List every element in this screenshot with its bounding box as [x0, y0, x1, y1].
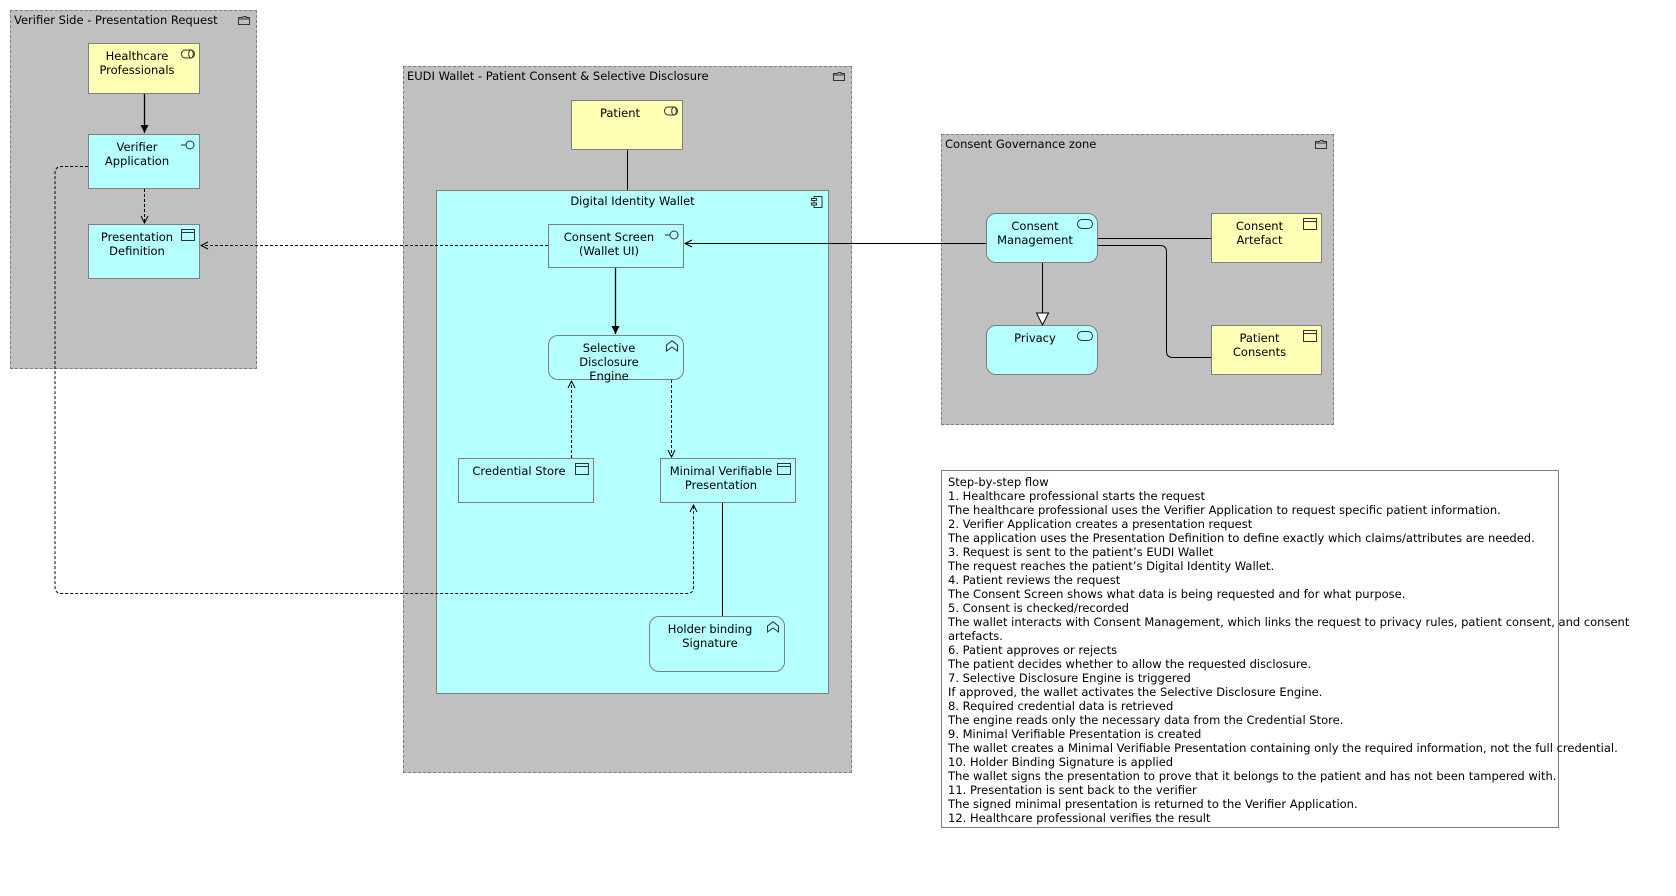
digital-identity-wallet[interactable]: Digital Identity Wallet [436, 190, 829, 694]
service-icon [1077, 219, 1093, 229]
interface-icon [665, 230, 679, 240]
credential-store-label: Credential Store [472, 464, 566, 478]
note-line: 11. Presentation is sent back to the ver… [948, 783, 1197, 797]
note-line: 6. Patient approves or rejects [948, 643, 1118, 657]
healthcare-professionals-label: Healthcare Professionals [99, 49, 175, 77]
note-line: The wallet creates a Minimal Verifiable … [948, 741, 1618, 755]
note-line: 10. Holder Binding Signature is applied [948, 755, 1174, 769]
minimal-verifiable-presentation-object[interactable]: Minimal Verifiable Presentation [660, 458, 796, 503]
note-line: artefacts. [948, 629, 1003, 643]
note-line: The patient decides whether to allow the… [948, 657, 1312, 671]
patient-consents-label: Patient Consents [1232, 331, 1287, 359]
note-line: 2. Verifier Application creates a presen… [948, 517, 1253, 531]
service-icon [1077, 331, 1093, 341]
folder-icon [1315, 140, 1327, 149]
function-icon [767, 621, 779, 633]
consent-screen-label: Consent Screen (Wallet UI) [563, 230, 655, 258]
privacy-service[interactable]: Privacy [986, 325, 1098, 375]
consent-artefact-label: Consent Artefact [1235, 219, 1284, 247]
note-line: If approved, the wallet activates the Se… [948, 685, 1323, 699]
function-icon [666, 340, 678, 352]
note-line: The request reaches the patient’s Digita… [948, 559, 1275, 573]
governance-group[interactable]: Consent Governance zone [941, 134, 1334, 425]
privacy-label: Privacy [1014, 331, 1056, 345]
note-line: 3. Request is sent to the patient’s EUDI… [948, 545, 1214, 559]
data-object-icon [1303, 330, 1317, 342]
note-line: The wallet signs the presentation to pro… [948, 769, 1557, 783]
consent-management-service[interactable]: Consent Management [986, 213, 1098, 263]
patient-consents-object[interactable]: Patient Consents [1211, 325, 1322, 375]
minimal-verifiable-presentation-label: Minimal Verifiable Presentation [669, 464, 773, 492]
note-line: 8. Required credential data is retrieved [948, 699, 1174, 713]
presentation-definition-label: Presentation Definition [100, 230, 174, 258]
interface-icon [181, 140, 195, 150]
consent-artefact-object[interactable]: Consent Artefact [1211, 213, 1322, 263]
note-line: The engine reads only the necessary data… [948, 713, 1344, 727]
patient-role[interactable]: Patient [571, 100, 683, 150]
note-line: 1. Healthcare professional starts the re… [948, 489, 1205, 503]
selective-disclosure-engine-function[interactable]: Selective Disclosure Engine [548, 335, 684, 383]
note-line: The healthcare professional uses the Ver… [948, 503, 1501, 517]
selective-disclosure-engine-label: Selective Disclosure Engine [579, 341, 639, 383]
data-object-icon [1303, 218, 1317, 230]
note-line: 7. Selective Disclosure Engine is trigge… [948, 671, 1191, 685]
note-title: Step-by-step flow [948, 475, 1049, 489]
role-icon [664, 106, 678, 116]
consent-screen-interface[interactable]: Consent Screen (Wallet UI) [548, 224, 684, 268]
holder-binding-signature-function[interactable]: Holder binding Signature [649, 616, 785, 672]
consent-management-to-patient-consents-line [1098, 245, 1211, 358]
credential-store-object[interactable]: Credential Store [458, 458, 594, 503]
consent-management-label: Consent Management [997, 219, 1073, 247]
wallet-group-title: EUDI Wallet - Patient Consent & Selectiv… [407, 69, 709, 83]
verifier-application-label: Verifier Application [104, 140, 170, 168]
component-icon [811, 196, 823, 208]
presentation-definition-object[interactable]: Presentation Definition [88, 224, 200, 279]
verifier-application-interface[interactable]: Verifier Application [88, 134, 200, 189]
verifier-to-mvp-flow [54, 166, 698, 594]
role-icon [181, 49, 195, 59]
note-line: 5. Consent is checked/recorded [948, 601, 1129, 615]
data-object-icon [575, 463, 589, 475]
folder-icon [238, 16, 250, 25]
patient-label: Patient [599, 106, 641, 120]
note-line: The wallet interacts with Consent Manage… [948, 615, 1630, 629]
digital-identity-wallet-title: Digital Identity Wallet [570, 194, 695, 208]
holder-binding-signature-label: Holder binding Signature [667, 622, 753, 650]
note-line: The application uses the Presentation De… [948, 531, 1535, 545]
note-line: 4. Patient reviews the request [948, 573, 1121, 587]
healthcare-professionals-role[interactable]: Healthcare Professionals [88, 43, 200, 94]
note-line: 12. Healthcare professional verifies the… [948, 811, 1211, 825]
data-object-icon [777, 463, 791, 475]
folder-icon [833, 72, 845, 81]
governance-group-title: Consent Governance zone [945, 137, 1097, 151]
note-line: The signed minimal presentation is retur… [948, 797, 1358, 811]
note-line: 9. Minimal Verifiable Presentation is cr… [948, 727, 1202, 741]
note-line: The Consent Screen shows what data is be… [948, 587, 1406, 601]
data-object-icon [181, 229, 195, 241]
verifier-group-title: Verifier Side - Presentation Request [14, 13, 218, 27]
